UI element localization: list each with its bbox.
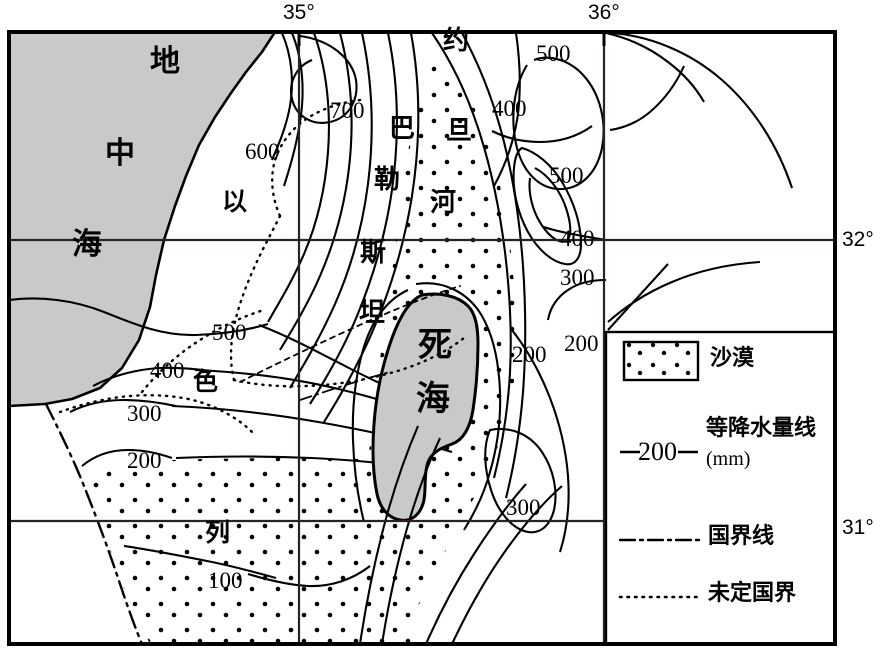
label-dead-sea-char-1: 死 (418, 325, 452, 365)
contour-se-long-2 (425, 483, 527, 644)
latitude-label-32: 32° (842, 228, 874, 251)
contour-label-500-ne-mid: 500 (549, 163, 584, 188)
label-palestine-char-1: 巴 (389, 114, 416, 144)
contour-se-long-5 (358, 425, 419, 644)
contour-se-long-3 (451, 485, 563, 644)
contour-300-east (546, 278, 607, 321)
contour-coast-2 (279, 32, 353, 351)
label-israel-char-1: 以 (222, 187, 248, 216)
desert-area-negev (88, 458, 414, 644)
label-mediterranean-char-1: 地 (150, 44, 180, 79)
legend-desert-swatch (622, 340, 700, 382)
contour-fareast-1 (611, 32, 793, 189)
contour-jordan-1 (431, 32, 512, 479)
contour-300-west (69, 398, 177, 413)
longitude-label-36: 36° (588, 1, 620, 24)
contour-label-200-east: 200 (564, 331, 599, 356)
label-palestine-char-3: 斯 (360, 238, 387, 268)
label-jordan-char-1: 约 (443, 26, 470, 56)
longitude-label-35: 35° (283, 1, 315, 24)
legend-label-isohyet: 等降水量线 (706, 416, 817, 441)
label-palestine-char-4: 坦 (359, 298, 386, 328)
contour-200-deadsea (415, 282, 502, 531)
contour-label-500-west: 500 (212, 320, 247, 345)
legend-isohyet-value: 200 (638, 437, 677, 466)
diagonal-tick-right (607, 263, 669, 331)
contour-se-long-1 (511, 329, 570, 553)
undefined-border-diag (239, 285, 461, 383)
contour-300-se-loop (484, 428, 557, 534)
contour-label-100: 100 (208, 568, 243, 593)
contour-400-ne (493, 32, 521, 187)
label-dead-sea-char-2: 海 (416, 379, 450, 419)
contour-100-b (247, 565, 371, 588)
label-mediterranean-char-3: 海 (72, 227, 102, 262)
contour-label-700: 700 (330, 98, 365, 123)
national-border-line (44, 402, 144, 644)
contour-label-300-se: 300 (506, 495, 541, 520)
latitude-label-31: 31° (842, 516, 874, 539)
dead-sea-polygon (371, 292, 480, 522)
contour-400-ne-b (491, 125, 593, 144)
legend-label-undefined-border: 未定国界 (708, 581, 797, 606)
contour-label-400-ne-top: 400 (492, 96, 527, 121)
contour-label-200-west: 200 (127, 448, 162, 473)
map-outer-frame (7, 30, 837, 646)
contour-400-east (543, 226, 607, 242)
contour-fareast-4 (607, 260, 761, 323)
contour-label-500-ne-top: 500 (536, 41, 571, 66)
contour-jordan-2 (461, 32, 527, 499)
contour-coast-3 (289, 32, 373, 389)
contour-600 (271, 32, 293, 161)
undefined-border-coast (58, 394, 254, 434)
undefined-border-deadsea-diag (299, 371, 391, 401)
contour-label-400-east: 400 (560, 226, 595, 251)
contour-deadsea-inner (351, 289, 409, 523)
undefined-border-mid (229, 214, 282, 382)
contour-500-ne-lower (512, 146, 583, 266)
contour-coast-1 (267, 32, 330, 323)
label-israel-char-2: 色 (193, 367, 219, 396)
contour-label-600: 600 (245, 139, 280, 164)
legend-panel (604, 330, 837, 646)
legend-label-isohyet-unit: (mm) (706, 448, 751, 470)
label-jordan-char-2: 旦 (446, 116, 473, 146)
contour-200-west (81, 448, 173, 467)
label-palestine-char-2: 勒 (374, 165, 401, 195)
label-mediterranean-char-2: 中 (105, 136, 135, 171)
contour-100 (123, 544, 277, 580)
undefined-border-west-arc (140, 308, 266, 394)
contour-fareast-3 (609, 65, 685, 132)
legend-label-national-border: 国界线 (708, 524, 775, 549)
contour-se-long-4 (380, 437, 441, 644)
undefined-border-lower (232, 336, 466, 388)
contour-label-400-west: 400 (150, 358, 185, 383)
contour-fareast-2 (605, 32, 705, 103)
contour-highland-2 (323, 32, 420, 423)
contour-label-300-west: 300 (127, 401, 162, 426)
label-jordan-char-3: 河 (430, 188, 457, 218)
contour-label-200-deadsea: 200 (512, 342, 547, 367)
legend-label-desert: 沙漠 (710, 346, 755, 371)
contour-500-west (9, 297, 269, 337)
label-israel-char-3: 列 (205, 518, 231, 547)
contour-label-300-east: 300 (560, 265, 595, 290)
